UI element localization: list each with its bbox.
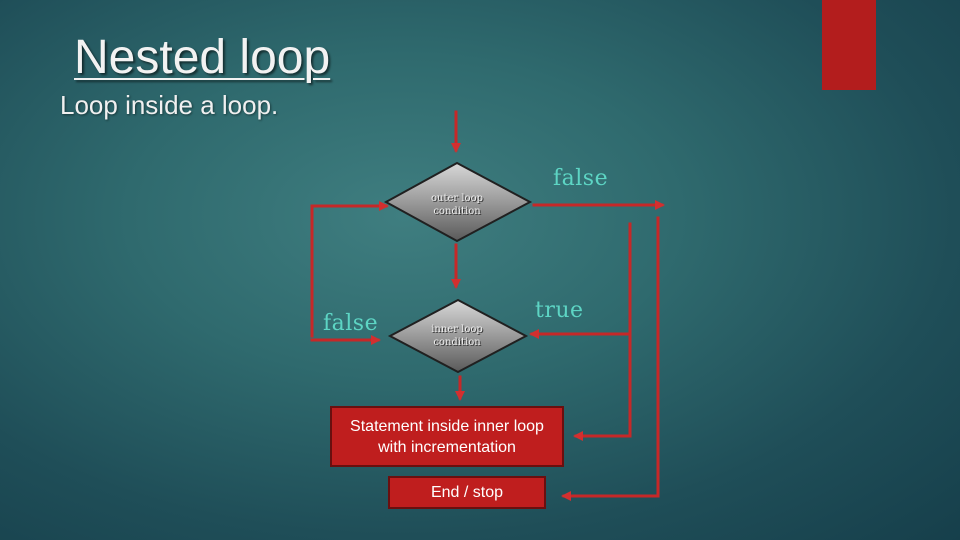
end-box: End / stop	[388, 476, 546, 509]
outer-condition-label: outer loop condition	[431, 193, 483, 217]
outer-condition-diamond	[383, 161, 533, 243]
end-connector-line	[561, 216, 660, 501]
inner-statement-box: Statement inside inner loop with increme…	[330, 406, 564, 467]
slide-title: Nested loop	[74, 31, 331, 84]
accent-bar	[822, 0, 876, 90]
outer-false-label: false	[553, 166, 609, 191]
true-loop-line	[573, 222, 632, 441]
inner-statement-text: Statement inside inner loop with increme…	[350, 417, 544, 456]
true-label: true	[535, 298, 584, 323]
inner-condition-diamond	[387, 298, 529, 374]
slide-subtitle: Loop inside a loop.	[60, 90, 279, 120]
outer-loop-back-line	[310, 201, 389, 338]
end-text: End / stop	[430, 483, 504, 501]
inner-false-label: false	[323, 311, 379, 336]
inner-condition-label: inner loop condition	[431, 324, 483, 348]
